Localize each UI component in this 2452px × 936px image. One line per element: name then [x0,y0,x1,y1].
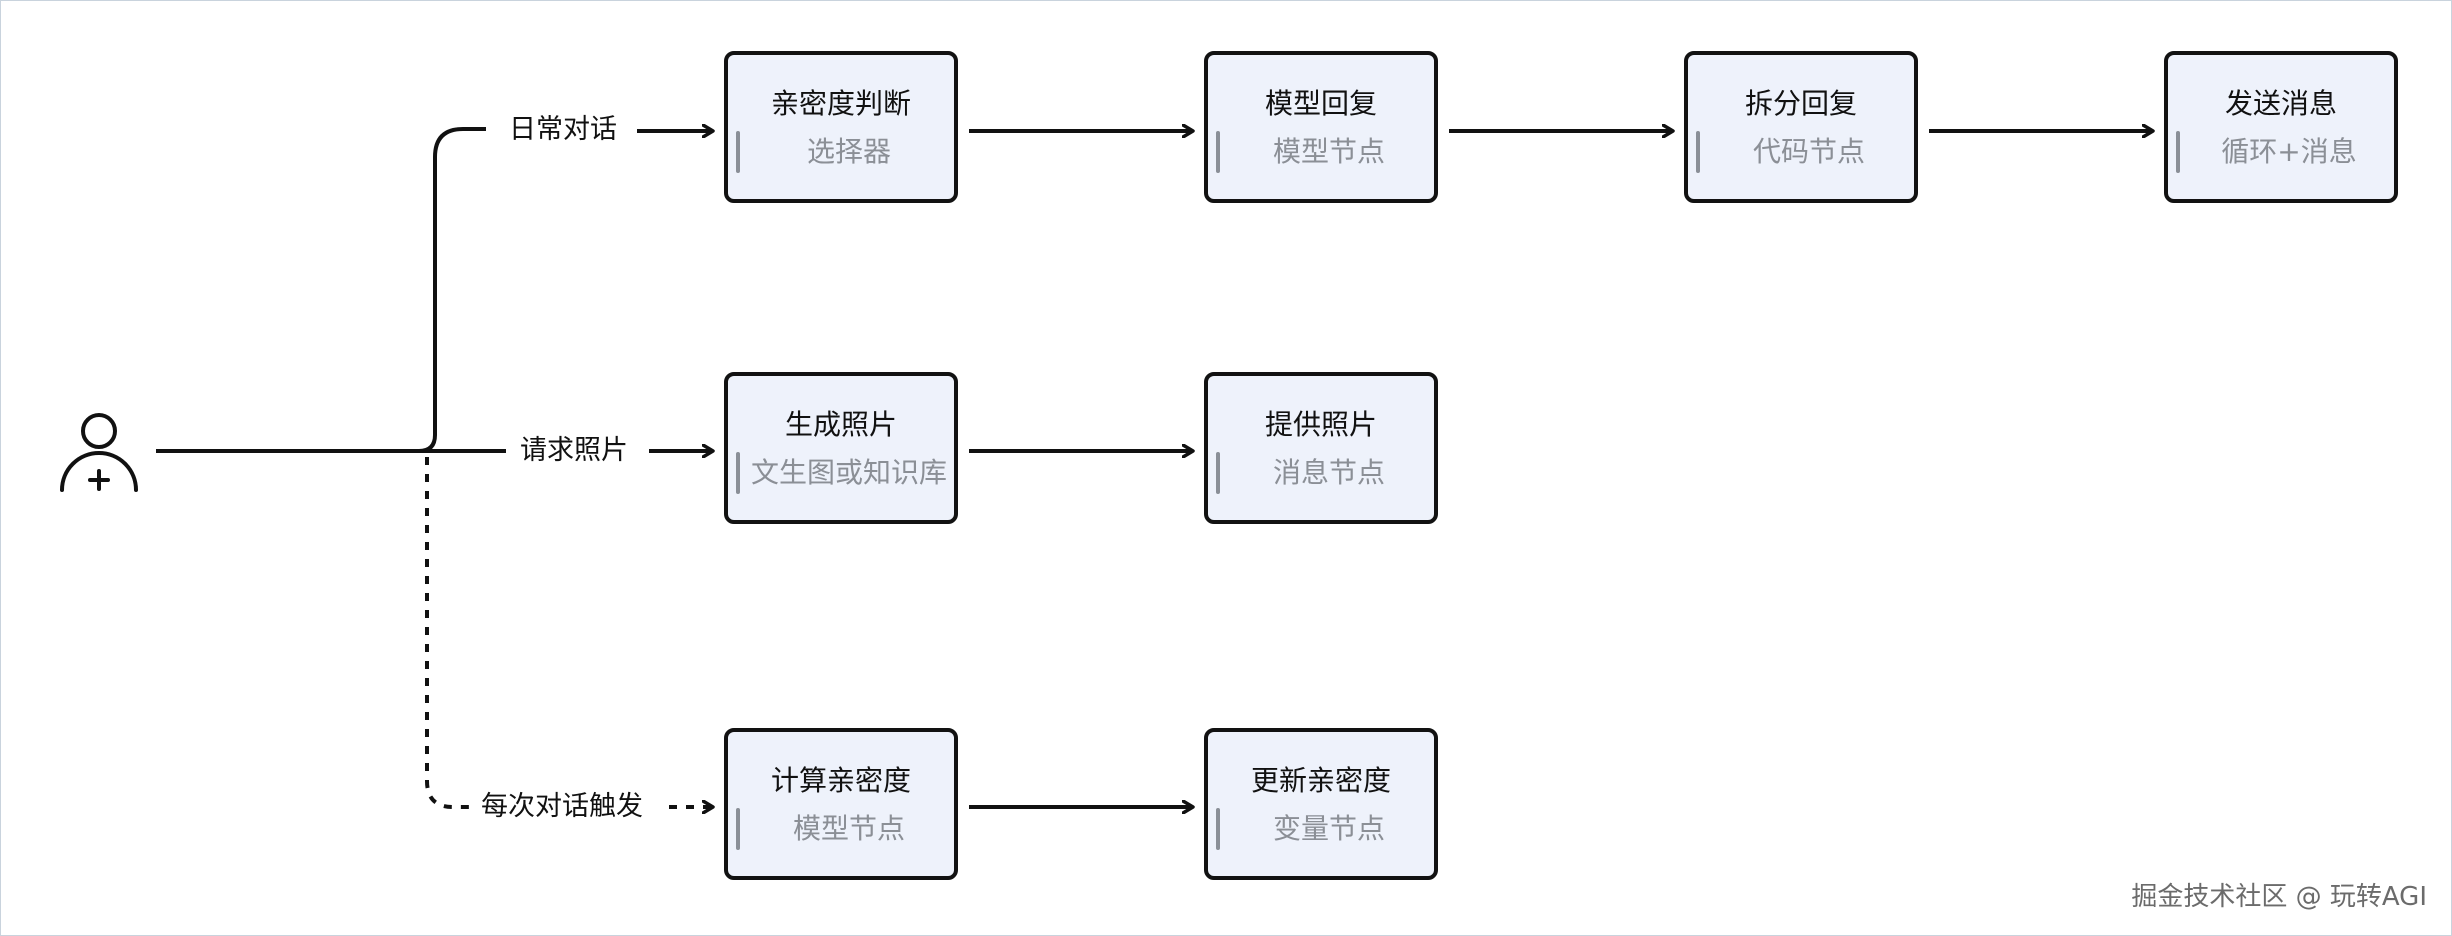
node-subtitle: 文生图或知识库 [750,456,947,489]
node-subtitle: 模型节点 [1272,135,1385,168]
node-provide-photo[interactable]: 提供照片 消息节点 [1204,372,1438,524]
node-title: 发送消息 [2224,87,2337,120]
node-accent-bar [2176,131,2180,173]
edge-label-daily-chat: 日常对话 [509,113,617,147]
node-model-reply[interactable]: 模型回复 模型节点 [1204,51,1438,203]
branch-daily-chat [418,127,486,453]
node-subtitle: 代码节点 [1752,135,1865,168]
node-title: 生成照片 [784,408,897,441]
node-subtitle: 变量节点 [1272,812,1385,845]
node-accent-bar [1696,131,1700,173]
node-subtitle: 消息节点 [1272,456,1385,489]
node-split-reply[interactable]: 拆分回复 代码节点 [1684,51,1918,203]
node-subtitle: 模型节点 [792,812,905,845]
node-title: 模型回复 [1264,87,1377,120]
node-accent-bar [1216,131,1220,173]
branch-each-chat-trigger [425,457,471,809]
watermark: 掘金技术社区 @ 玩转AGI [2131,882,2427,912]
edge-label-request-photo: 请求照片 [520,434,628,468]
node-accent-bar [736,808,740,850]
user-add-icon [60,413,138,492]
node-title: 计算亲密度 [770,764,911,797]
node-update-affinity[interactable]: 更新亲密度 变量节点 [1204,728,1438,880]
node-generate-photo[interactable]: 生成照片 文生图或知识库 [724,372,958,524]
edge-label-each-chat-trigger: 每次对话触发 [481,790,643,824]
node-affinity-judge[interactable]: 亲密度判断 选择器 [724,51,958,203]
node-send-message[interactable]: 发送消息 循环+消息 [2164,51,2398,203]
node-accent-bar [736,131,740,173]
node-title: 更新亲密度 [1250,764,1391,797]
node-compute-affinity[interactable]: 计算亲密度 模型节点 [724,728,958,880]
node-subtitle: 选择器 [806,135,891,168]
node-accent-bar [1216,452,1220,494]
node-accent-bar [1216,808,1220,850]
node-title: 拆分回复 [1744,87,1857,120]
node-title: 提供照片 [1264,408,1377,441]
node-title: 亲密度判断 [770,87,911,120]
node-accent-bar [736,452,740,494]
node-subtitle: 循环+消息 [2221,135,2357,168]
